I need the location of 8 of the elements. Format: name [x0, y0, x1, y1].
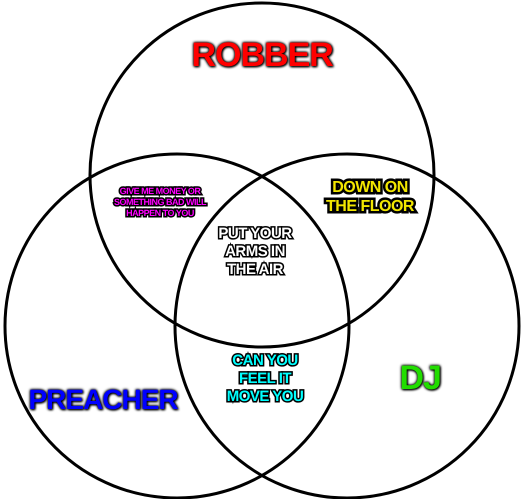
set-label: DJ [400, 358, 441, 398]
overlap-text: GIVE ME MONEY OR SOMETHING BAD WILL HAPPEN TO YOU [113, 186, 208, 218]
set-label: PREACHER [28, 384, 178, 416]
venn-circle [88, 1, 436, 349]
set-label: ROBBER [192, 36, 333, 74]
overlap-text: DOWN ON THE FLOOR [325, 178, 415, 216]
overlap-text: PUT YOUR ARMS IN THE AIR [210, 225, 300, 279]
overlap-text: CAN YOU FEEL IT MOVE YOU [226, 352, 304, 406]
